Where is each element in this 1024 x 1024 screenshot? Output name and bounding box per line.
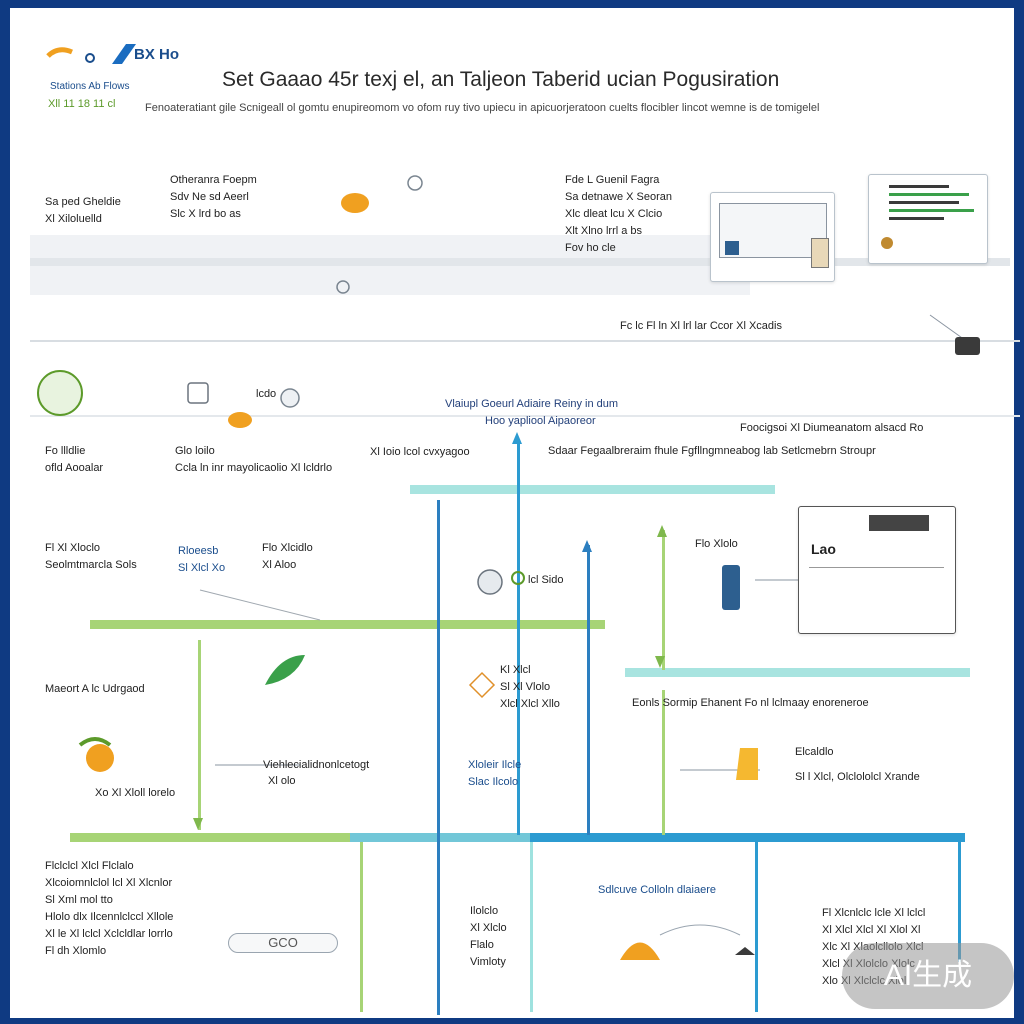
center-caption: Xl Ioio lcol cvxyagoo bbox=[370, 446, 470, 458]
machine-tank-icon bbox=[811, 238, 829, 268]
green-globe-icon bbox=[37, 370, 83, 416]
row4-right: Elcaldlo Sl l Xlcl, Olclololcl Xrande bbox=[795, 746, 920, 783]
document-header-bar bbox=[869, 515, 929, 531]
green-arc-icon bbox=[78, 737, 112, 747]
green-vertical-1 bbox=[662, 530, 665, 670]
row2-right-small: Flo Xlolo bbox=[695, 538, 738, 550]
orange-dome-icon bbox=[620, 942, 660, 960]
top-right-block: Fde L Guenil Fagra Sa detnawe X Seoran X… bbox=[565, 174, 673, 254]
orange-block-icon bbox=[736, 748, 758, 780]
orange-drop-icon bbox=[341, 193, 369, 213]
chart-coin-icon bbox=[881, 237, 893, 249]
connector-line-5 bbox=[929, 314, 966, 341]
device-icon bbox=[187, 382, 209, 404]
green-bar-bottom bbox=[70, 833, 370, 842]
brand-tagline: Stations Ab Flows bbox=[50, 81, 130, 92]
machine-illustration-card bbox=[710, 192, 835, 282]
teal-vertical-1 bbox=[530, 842, 533, 1012]
ai-generated-watermark: AI生成 bbox=[842, 943, 1014, 1009]
row4-left-caption: Xo Xl Xloll lorelo bbox=[95, 787, 176, 799]
camera-icon bbox=[955, 337, 980, 355]
green-leaf-icon bbox=[265, 655, 305, 685]
logo-dot-icon bbox=[85, 53, 95, 63]
row4-mid: Xloleir Ilcle Slac Ilcolo bbox=[468, 759, 522, 788]
row3-center: Kl Xlcl Sl Xl Vlolo Xlcl Xlcl Xllo bbox=[500, 664, 560, 710]
chart-bar-2 bbox=[889, 193, 969, 196]
green-vertical-2 bbox=[662, 690, 665, 835]
mid-left-small: lcdo bbox=[256, 388, 277, 400]
page-subtitle: Fenoateratiant gile Scnigeall ol gomtu e… bbox=[145, 102, 820, 114]
green-bar-mid bbox=[90, 620, 605, 629]
arrow-up-3 bbox=[657, 525, 667, 537]
bulb-icon bbox=[407, 175, 423, 191]
mid-rule bbox=[30, 415, 1020, 417]
page-title: Set Gaaao 45r texj el, an Taljeon Taberi… bbox=[222, 68, 780, 91]
chart-bar-1 bbox=[889, 185, 949, 188]
machine-part-icon bbox=[725, 241, 739, 255]
row2-mid: Rloeesb Sl Xlcl Xo bbox=[178, 545, 226, 574]
orange-orb-icon bbox=[86, 744, 114, 772]
document-card: Lao bbox=[798, 506, 956, 634]
center-box-text: Vlaiupl Goeurl Adiaire Reiny in dum Hoo … bbox=[445, 398, 619, 427]
document-badge: Lao bbox=[811, 541, 836, 557]
arrow-up-1 bbox=[512, 432, 522, 444]
shield-icon bbox=[477, 569, 503, 595]
ring-icon bbox=[511, 571, 525, 585]
teal-bar-top bbox=[410, 485, 775, 494]
bottom-left: Flclclcl Xlcl Flclalo Xlcoiomnlclol lcl … bbox=[45, 860, 174, 957]
top-left-label: Sa ped Gheldie Xl Xiloluelld bbox=[45, 196, 121, 225]
blue-bar-bottom bbox=[530, 833, 965, 842]
arrow-up-2 bbox=[582, 540, 592, 552]
teal-bar-bottom bbox=[350, 833, 550, 842]
brand-mark: BX Ho bbox=[134, 46, 179, 64]
blue-vertical-2 bbox=[517, 440, 520, 835]
ribbon-right-text: Fc lc Fl ln Xl lrl lar Ccor Xl Xcadis bbox=[620, 320, 782, 332]
ribbon-rule bbox=[30, 340, 1020, 342]
row3-left: Maeort A lc Udrgaod bbox=[45, 683, 145, 695]
chart-bar-4 bbox=[889, 209, 974, 212]
mini-chart-card bbox=[868, 174, 988, 264]
teal-bar-right bbox=[625, 668, 970, 677]
brand-name: BX Ho bbox=[134, 46, 179, 63]
logo-swoosh-icon bbox=[46, 47, 73, 58]
arrow-down-1 bbox=[193, 818, 203, 830]
mid-left-b: Glo loilo Ccla ln inr mayolicaolio Xl lc… bbox=[175, 445, 333, 474]
row2-center: lcl Sido bbox=[528, 574, 564, 586]
gear-small-icon bbox=[336, 280, 350, 294]
row4-center: Viehlecialidnonlcetogt bbox=[263, 759, 370, 771]
row4-center-b: Xl olo bbox=[268, 775, 296, 787]
center-right-text: Sdaar Fegaalbreraim fhule Fgfllngmneabog… bbox=[548, 445, 876, 457]
bottom-left-badge: GCO bbox=[228, 933, 338, 953]
document-rule bbox=[809, 567, 944, 568]
right-label: Foocigsoi Xl Diumeanatom alsacd Ro bbox=[740, 422, 924, 434]
blue-vertical-4 bbox=[755, 842, 758, 1012]
connector-line-4 bbox=[199, 589, 321, 621]
chart-bar-5 bbox=[889, 217, 944, 220]
bottom-center: Sdlcuve Colloln dlaiaere bbox=[598, 884, 717, 896]
bottom-mid: Ilolclo Xl Xlclo Flalo Vimloty bbox=[470, 905, 507, 968]
blue-vertical-1 bbox=[437, 500, 440, 1015]
orange-leaf-icon bbox=[228, 412, 252, 428]
row2-mid-b: Flo Xlcidlo Xl Aloo bbox=[262, 542, 313, 571]
logo-wing-icon bbox=[112, 44, 136, 64]
arrow-down-2 bbox=[655, 656, 665, 668]
row2-left: Fl Xl Xloclo Seolmtmarcla Sols bbox=[45, 542, 137, 571]
green-vertical-3 bbox=[198, 640, 201, 830]
hills-icon bbox=[659, 924, 741, 936]
blue-cylinder-icon bbox=[722, 565, 740, 610]
star-icon bbox=[468, 671, 496, 699]
blue-vertical-5 bbox=[958, 842, 961, 962]
cloud-icon bbox=[280, 388, 300, 408]
blue-vertical-3 bbox=[587, 545, 590, 835]
mid-left-a: Fo llldlie ofld Aooalar bbox=[45, 445, 104, 474]
green-vertical-4 bbox=[360, 842, 363, 1012]
chart-bar-3 bbox=[889, 201, 959, 204]
top-mid-block: Otheranra Foepm Sdv Ne sd Aeerl Slc X lr… bbox=[170, 174, 257, 220]
lamp-icon bbox=[735, 947, 755, 955]
top-gray-rule bbox=[30, 258, 1010, 266]
row3-right: Eonls Sormip Ehanent Fo nl lclmaay enore… bbox=[632, 697, 869, 709]
brand-code: Xll 11 18 11 cl bbox=[48, 98, 116, 110]
